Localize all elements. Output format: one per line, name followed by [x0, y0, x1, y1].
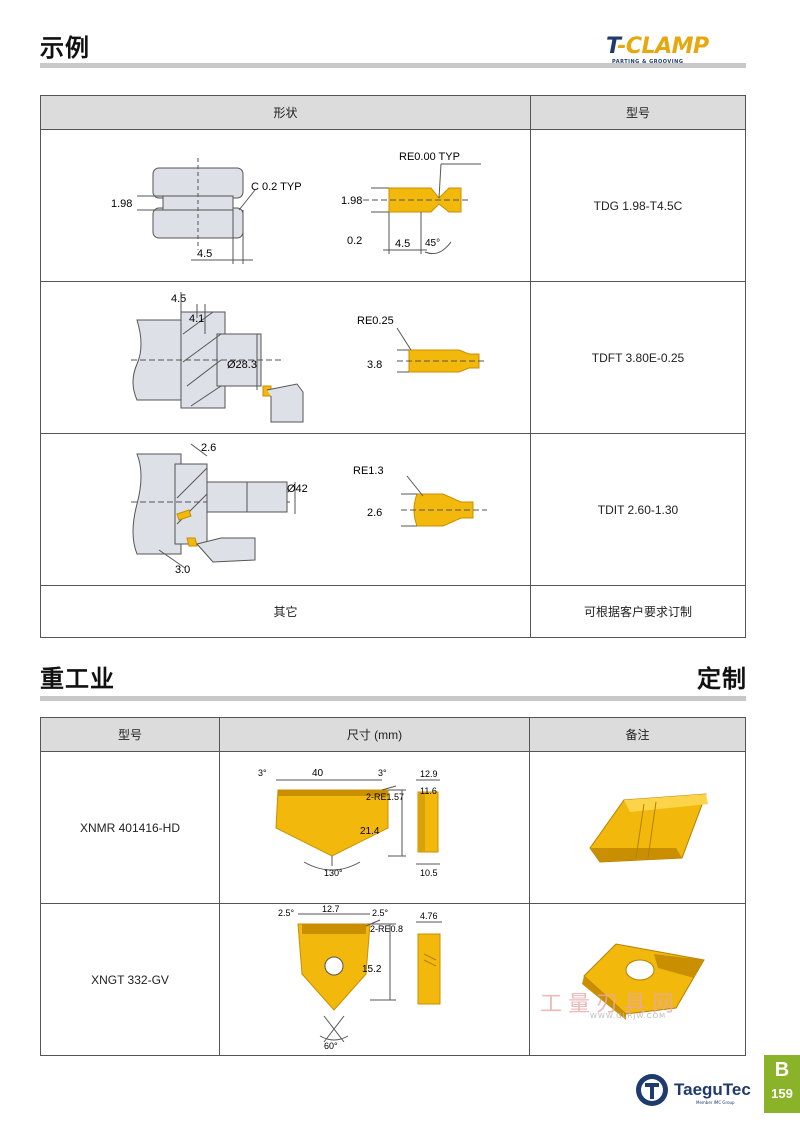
- dim-w: 12.7: [322, 904, 340, 914]
- xnmr-render: [589, 793, 709, 863]
- dim-chamfer: C 0.2 TYP: [251, 181, 302, 193]
- dim-radius: RE0.25: [357, 315, 394, 327]
- dim-dia: Ø42: [287, 483, 308, 495]
- model-cell: TDFT 3.80E-0.25: [529, 281, 747, 434]
- dim-l2: 4.5: [395, 238, 410, 250]
- dim-a2: 2.5°: [372, 908, 389, 918]
- dim-radius: 2-RE1.57: [366, 792, 404, 802]
- brand-subtitle: Member IMC Group: [696, 1100, 735, 1105]
- shape-cell: 1.98 4.5 C 0.2 TYP 1.98 0.2 4.5 45°: [40, 129, 531, 282]
- dim-l: 4.5: [197, 248, 212, 260]
- watermark-url: WWW.GLRJW.COM: [590, 1012, 667, 1020]
- col-dims: 尺寸 (mm): [219, 717, 530, 752]
- dim-radius: RE0.00 TYP: [399, 151, 460, 163]
- remark-cell: [528, 751, 747, 904]
- logo-letter: T: [606, 34, 618, 59]
- xngt-drawing: 12.7 2.5° 2.5° 2-RE0.8 15.2 60°: [278, 904, 443, 1051]
- tclamp-logo: T-CLAMP PARTING & GROOVING: [606, 34, 746, 68]
- dim-angle: 60°: [324, 1041, 338, 1051]
- model-cell: TDG 1.98-T4.5C: [529, 129, 747, 282]
- dim-radius: 2-RE0.8: [370, 924, 403, 934]
- xngt-render: [582, 943, 706, 1020]
- page-number: 159: [771, 1086, 793, 1101]
- table-row: XNMR 401416-HD 40 3° 3° 130° 2-RE1.57 21…: [40, 751, 747, 904]
- heavy-table: 型号 尺寸 (mm) 备注 XNMR 401416-HD 40 3° 3° 13…: [40, 717, 747, 1056]
- tdg-drawing: 1.98 4.5 C 0.2 TYP 1.98 0.2 4.5 45°: [111, 151, 482, 264]
- dims-cell: 40 3° 3° 130° 2-RE1.57 21.4 12.9 11.6: [219, 751, 530, 904]
- page-title: 示例: [40, 34, 90, 62]
- dim-radius: RE1.3: [353, 465, 384, 477]
- section-rule: [40, 696, 746, 701]
- dim-t2: 11.6: [420, 786, 437, 796]
- logo-word: -CLAMP: [617, 34, 709, 59]
- dim-r: 0.2: [347, 235, 362, 247]
- dim-dia: Ø28.3: [227, 359, 257, 371]
- shape-cell: 4.5 4.1 Ø28.3 3.8 RE0.25: [40, 281, 531, 434]
- dim-t1: 12.9: [420, 769, 438, 779]
- custom-title: 定制: [697, 665, 747, 693]
- table-row: 1.98 4.5 C 0.2 TYP 1.98 0.2 4.5 45°: [40, 129, 747, 282]
- dims-cell: 12.7 2.5° 2.5° 2-RE0.8 15.2 60°: [219, 903, 530, 1056]
- tab-letter: B: [774, 1059, 790, 1081]
- tdit-drawing: Ø42 2.6 3.0 2.6 RE1.3: [131, 442, 488, 576]
- dim-w2: 1.98: [341, 195, 362, 207]
- table-row: 其它 可根据客户要求订制: [40, 585, 747, 638]
- dim-t3: 10.5: [420, 868, 438, 878]
- dim-angle: 130°: [324, 868, 343, 878]
- dim-a: 4.5: [171, 293, 186, 305]
- section-rule: [40, 63, 746, 68]
- dim-b: 3.0: [175, 564, 190, 576]
- col-remark: 备注: [528, 717, 747, 752]
- other-label: 其它: [40, 585, 531, 638]
- shape-cell: Ø42 2.6 3.0 2.6 RE1.3: [40, 433, 531, 586]
- dim-a1: 2.5°: [278, 908, 295, 918]
- dim-a: 2.6: [201, 442, 216, 454]
- dim-w: 3.8: [367, 359, 382, 371]
- dim-angle: 45°: [425, 238, 440, 249]
- dim-w: 1.98: [111, 198, 132, 210]
- col-shape: 形状: [40, 95, 531, 130]
- taegutec-emblem-icon: [636, 1074, 668, 1106]
- dim-t1: 4.76: [420, 911, 438, 921]
- other-note: 可根据客户要求订制: [529, 585, 747, 638]
- tdft-drawing: 4.5 4.1 Ø28.3 3.8 RE0.25: [131, 292, 488, 423]
- taegutec-logo: TaeguTec Member IMC Group: [634, 1072, 754, 1108]
- remark-cell: [528, 903, 747, 1056]
- logo-subtitle: PARTING & GROOVING: [612, 59, 684, 65]
- section-tab: B 159: [764, 1055, 800, 1113]
- dim-w: 2.6: [367, 507, 382, 519]
- examples-table: 形状 型号 1.98 4.5 C 0.2 TYP: [40, 95, 747, 638]
- col-model: 型号: [40, 717, 220, 752]
- dim-h: 15.2: [362, 964, 382, 975]
- table-row: 4.5 4.1 Ø28.3 3.8 RE0.25 TDFT 3.80E-0.25: [40, 281, 747, 434]
- dim-a2: 3°: [378, 768, 387, 778]
- dim-w: 40: [312, 768, 324, 779]
- table-row: Ø42 2.6 3.0 2.6 RE1.3 TDIT 2.60-1.30: [40, 433, 747, 586]
- model-cell: XNGT 332-GV: [40, 903, 220, 1056]
- col-model: 型号: [529, 95, 747, 130]
- brand-name: TaeguTec: [674, 1080, 751, 1099]
- dim-a1: 3°: [258, 768, 267, 778]
- table-row: XNGT 332-GV 12.7 2.5° 2.5° 2-RE0.8 15.2 …: [40, 903, 747, 1056]
- xnmr-drawing: 40 3° 3° 130° 2-RE1.57 21.4 12.9 11.6: [258, 768, 441, 878]
- watermark-text: 工量刃具网: [540, 992, 681, 1017]
- model-cell: TDIT 2.60-1.30: [529, 433, 747, 586]
- dim-b: 4.1: [189, 313, 204, 325]
- heavy-title: 重工业: [40, 665, 115, 693]
- dim-h: 21.4: [360, 826, 380, 837]
- model-cell: XNMR 401416-HD: [40, 751, 220, 904]
